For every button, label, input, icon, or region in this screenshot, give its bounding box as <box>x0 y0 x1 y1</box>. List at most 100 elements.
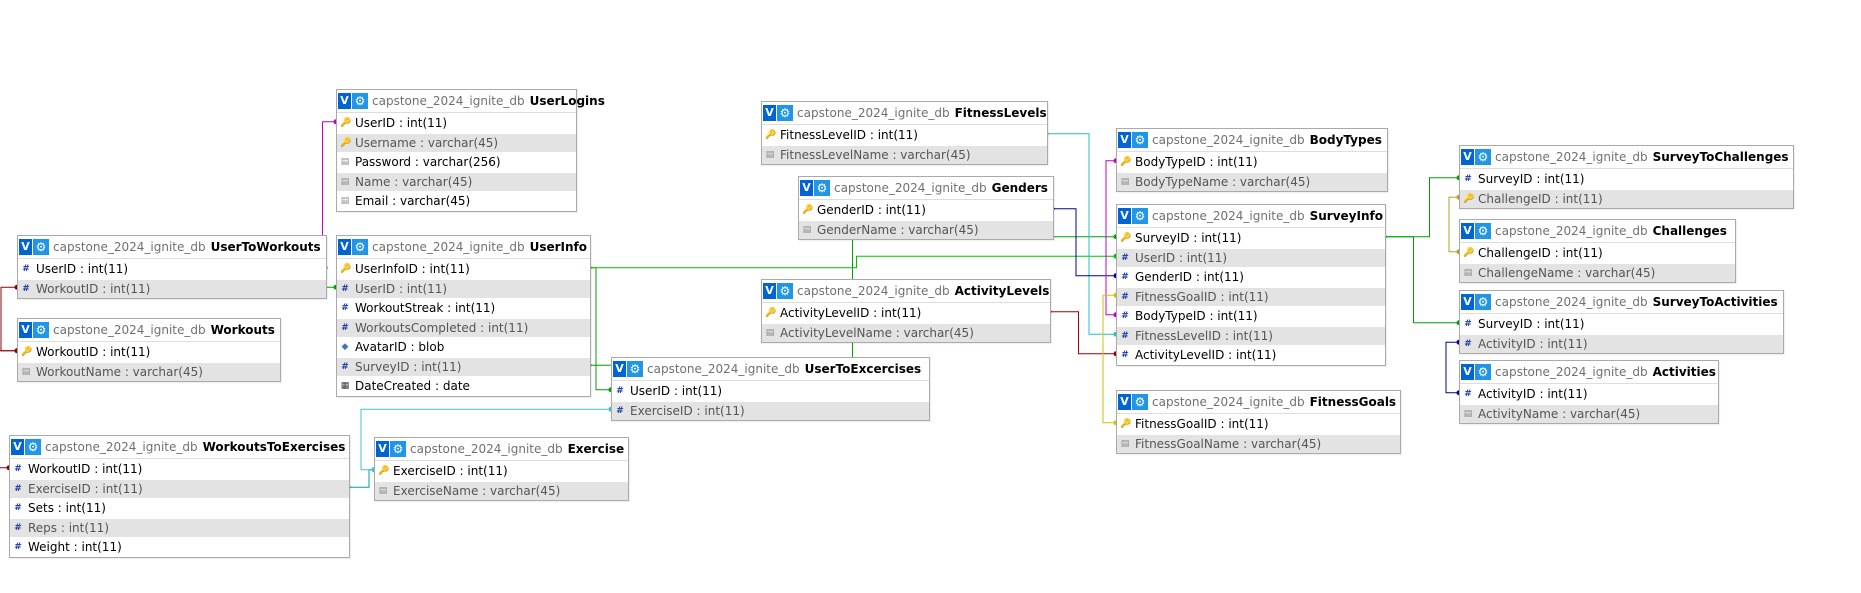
column-row[interactable]: #UserID : int(11) <box>612 381 929 401</box>
view-toggle-button[interactable]: V <box>763 105 776 121</box>
column-row[interactable]: ▤GenderName : varchar(45) <box>799 219 1053 239</box>
view-toggle-button[interactable]: V <box>338 239 351 255</box>
view-toggle-button[interactable]: V <box>11 439 24 455</box>
column-row[interactable]: 🔑FitnessGoalID : int(11) <box>1117 414 1400 434</box>
column-row[interactable]: #ExerciseID : int(11) <box>612 400 929 420</box>
column-row[interactable]: ▤BodyTypeName : varchar(45) <box>1117 171 1387 191</box>
gear-icon[interactable]: ⚙ <box>777 105 793 121</box>
column-row[interactable]: 🔑ActivityLevelID : int(11) <box>762 303 1050 323</box>
column-row[interactable]: ▤ActivityName : varchar(45) <box>1460 403 1718 423</box>
gear-icon[interactable]: ⚙ <box>25 439 41 455</box>
gear-icon[interactable]: ⚙ <box>352 93 368 109</box>
view-toggle-button[interactable]: V <box>1461 223 1474 239</box>
view-toggle-button[interactable]: V <box>1118 394 1131 410</box>
view-toggle-button[interactable]: V <box>19 239 32 255</box>
gear-icon[interactable]: ⚙ <box>1475 294 1491 310</box>
column-row[interactable]: #FitnessLevelID : int(11) <box>1117 325 1385 345</box>
column-row[interactable]: 🔑WorkoutID : int(11) <box>18 342 280 362</box>
gear-icon[interactable]: ⚙ <box>33 239 49 255</box>
view-toggle-button[interactable]: V <box>1461 294 1474 310</box>
column-row[interactable]: ▤FitnessLevelName : varchar(45) <box>762 144 1047 164</box>
column-row[interactable]: 🔑FitnessLevelID : int(11) <box>762 125 1047 145</box>
gear-icon[interactable]: ⚙ <box>390 441 406 457</box>
column-row[interactable]: ▤Email : varchar(45) <box>337 191 576 211</box>
column-row[interactable]: #WorkoutStreak : int(11) <box>337 298 590 318</box>
column-row[interactable]: 🔑ChallengeID : int(11) <box>1460 243 1735 263</box>
column-row[interactable]: 🔑UserInfoID : int(11) <box>337 259 590 279</box>
column-row[interactable]: #UserID : int(11) <box>337 278 590 298</box>
view-toggle-button[interactable]: V <box>19 322 32 338</box>
view-toggle-button[interactable]: V <box>800 180 813 196</box>
column-row[interactable]: ▤Password : varchar(256) <box>337 152 576 172</box>
gear-icon[interactable]: ⚙ <box>1475 149 1491 165</box>
column-row[interactable]: 🔑GenderID : int(11) <box>799 200 1053 220</box>
column-row[interactable]: #UserID : int(11) <box>1117 247 1385 267</box>
column-row[interactable]: #SurveyID : int(11) <box>1460 169 1793 189</box>
column-row[interactable]: #WorkoutsCompleted : int(11) <box>337 317 590 337</box>
column-row[interactable]: 🔑UserID : int(11) <box>337 113 576 133</box>
gear-icon[interactable]: ⚙ <box>814 180 830 196</box>
column-row[interactable]: #Reps : int(11) <box>10 517 349 537</box>
column-row[interactable]: #FitnessGoalID : int(11) <box>1117 286 1385 306</box>
gear-icon[interactable]: ⚙ <box>33 322 49 338</box>
column-row[interactable]: #WorkoutID : int(11) <box>10 459 349 479</box>
column-row[interactable]: ▤FitnessGoalName : varchar(45) <box>1117 433 1400 453</box>
column-row[interactable]: ▤ExerciseName : varchar(45) <box>375 480 628 500</box>
gear-icon[interactable]: ⚙ <box>1132 208 1148 224</box>
column-row[interactable]: #SurveyID : int(11) <box>1460 314 1783 334</box>
column-row[interactable]: #SurveyID : int(11) <box>337 356 590 376</box>
column-row[interactable]: #Sets : int(11) <box>10 498 349 518</box>
column-row[interactable]: #WorkoutID : int(11) <box>18 278 326 298</box>
view-toggle-button[interactable]: V <box>338 93 351 109</box>
gear-icon[interactable]: ⚙ <box>1132 132 1148 148</box>
column-row[interactable]: ▦DateCreated : date <box>337 376 590 396</box>
view-toggle-button[interactable]: V <box>1118 208 1131 224</box>
gear-icon[interactable]: ⚙ <box>777 283 793 299</box>
column-row[interactable]: #UserID : int(11) <box>18 259 326 279</box>
gear-icon[interactable]: ⚙ <box>1475 364 1491 380</box>
column-row[interactable]: ▤WorkoutName : varchar(45) <box>18 361 280 381</box>
column-row[interactable]: #BodyTypeID : int(11) <box>1117 306 1385 326</box>
view-toggle-button[interactable]: V <box>1461 364 1474 380</box>
gear-icon[interactable]: ⚙ <box>352 239 368 255</box>
column-row[interactable]: ◆AvatarID : blob <box>337 337 590 357</box>
column-row[interactable]: #ActivityLevelID : int(11) <box>1117 345 1385 365</box>
gear-icon[interactable]: ⚙ <box>627 361 643 377</box>
gear-icon[interactable]: ⚙ <box>1475 223 1491 239</box>
column-row[interactable]: 🔑SurveyID : int(11) <box>1117 228 1385 248</box>
column-row[interactable]: #ActivityID : int(11) <box>1460 333 1783 353</box>
column-row[interactable]: 🔑ExerciseID : int(11) <box>375 461 628 481</box>
view-toggle-button[interactable]: V <box>763 283 776 299</box>
column-row[interactable]: ▤ActivityLevelName : varchar(45) <box>762 322 1050 342</box>
column-row[interactable]: #GenderID : int(11) <box>1117 267 1385 287</box>
column-row[interactable]: 🔑BodyTypeID : int(11) <box>1117 152 1387 172</box>
column-row[interactable]: ▤ChallengeName : varchar(45) <box>1460 262 1735 282</box>
column-row[interactable]: #Weight : int(11) <box>10 537 349 557</box>
